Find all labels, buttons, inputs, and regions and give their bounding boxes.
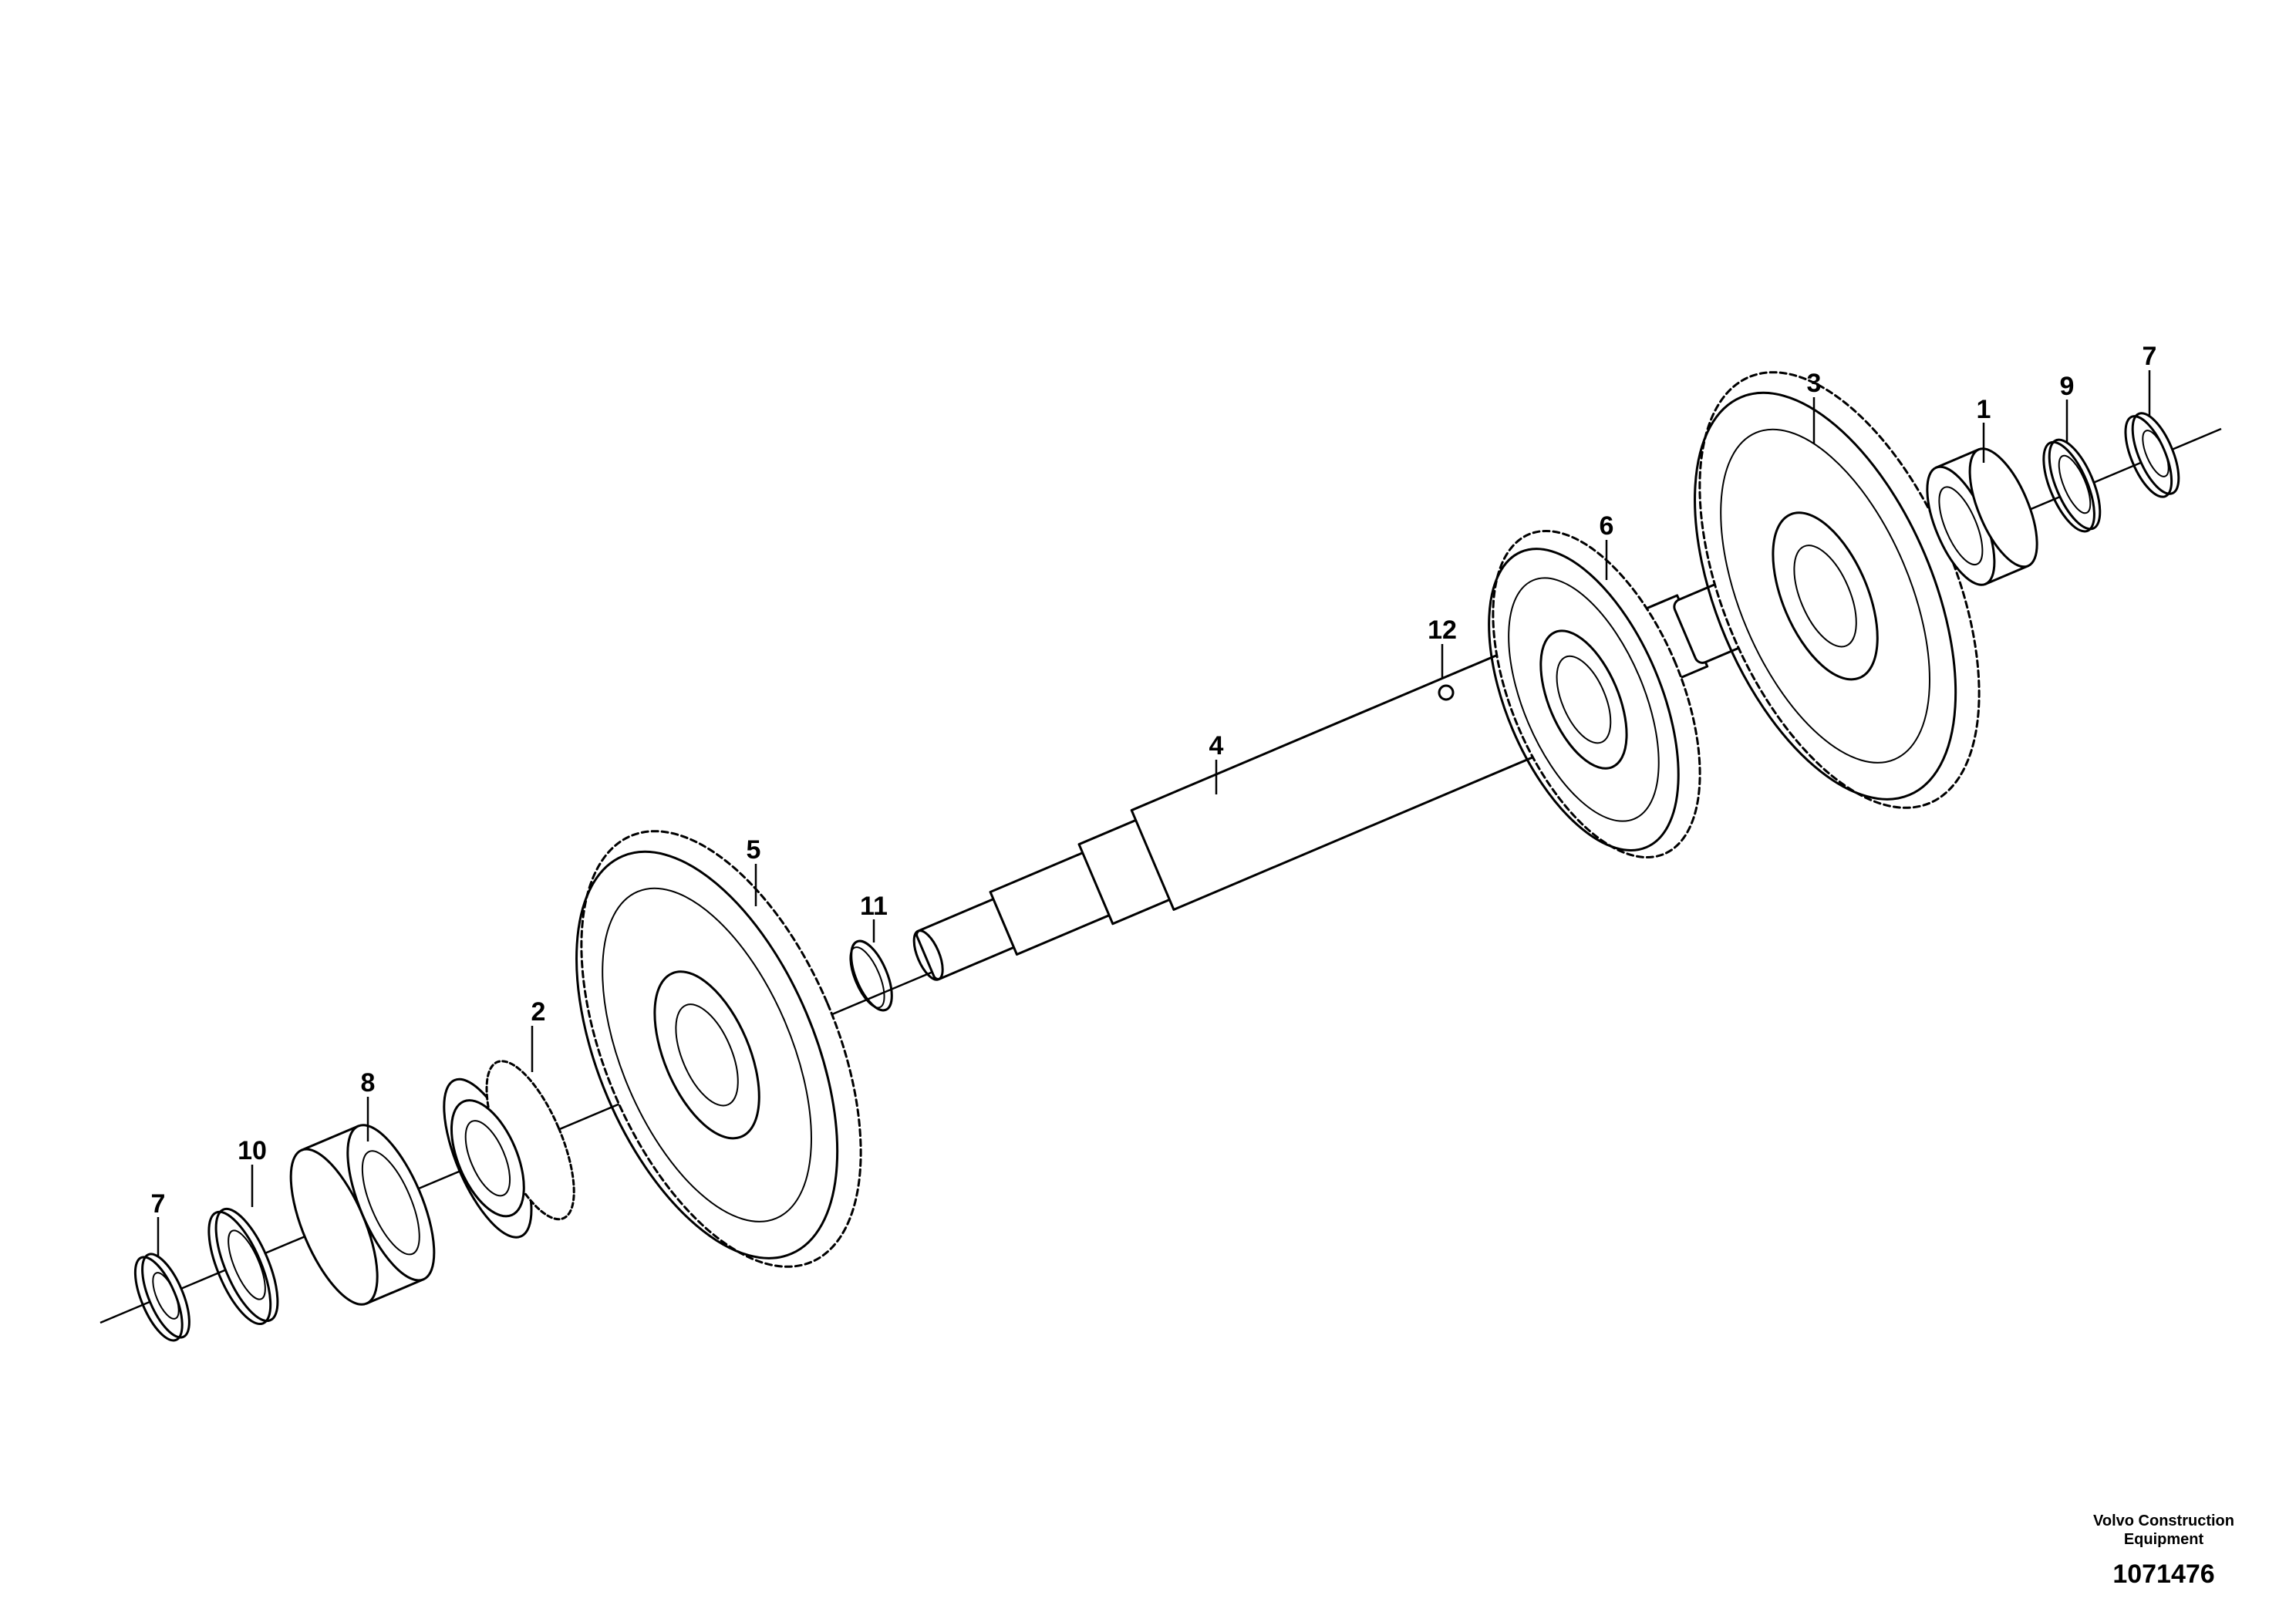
callout-9: 9 (2060, 372, 2075, 401)
washer-right (2042, 438, 2102, 533)
callout-labels: 1 2 3 4 5 6 7 7 8 9 10 11 12 (151, 342, 2157, 1219)
lock-nut-left (133, 1253, 190, 1342)
lock-nut-right (2124, 412, 2180, 498)
callout-7-right: 7 (2143, 342, 2157, 371)
callout-4: 4 (1209, 731, 1224, 760)
callout-2: 2 (531, 997, 546, 1027)
callout-6: 6 (1600, 511, 1614, 541)
small-gear (443, 1060, 575, 1239)
leader-lines (157, 370, 2151, 1257)
drawing-footer: Volvo Construction Equipment 1071476 (2093, 1512, 2234, 1590)
large-gear-left (575, 830, 862, 1268)
callout-1: 1 (1977, 395, 1991, 424)
manufacturer-line-2: Equipment (2123, 1531, 2204, 1548)
callout-12: 12 (1428, 615, 1457, 645)
callout-3: 3 (1807, 369, 1822, 398)
washer-left (207, 1207, 279, 1326)
bearing-right (1926, 447, 2038, 586)
large-gear-right (1694, 371, 1981, 809)
manufacturer-line-1: Volvo Construction (2093, 1512, 2234, 1529)
bearing-left (289, 1124, 436, 1306)
dowel-pin (1438, 684, 1455, 701)
drawing-number: 1071476 (2112, 1560, 2215, 1589)
snap-ring (849, 939, 893, 1012)
callout-8: 8 (361, 1068, 376, 1098)
medium-gear (1488, 529, 1701, 859)
callout-11: 11 (860, 892, 888, 921)
callout-7-left: 7 (151, 1189, 166, 1219)
callout-10: 10 (238, 1136, 267, 1165)
callout-5: 5 (747, 835, 761, 865)
